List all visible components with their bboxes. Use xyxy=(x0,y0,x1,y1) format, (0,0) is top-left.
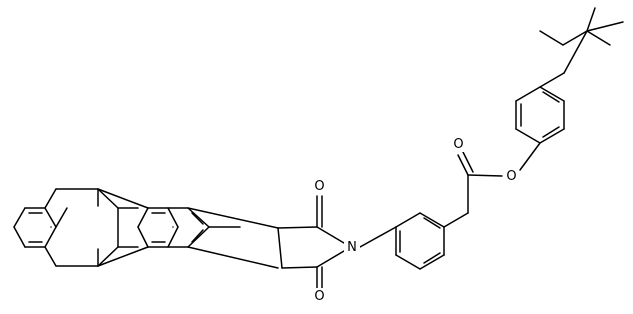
label-O-ester: O xyxy=(504,168,519,184)
outer-ring xyxy=(167,207,210,248)
atom-label-n: N xyxy=(347,240,357,255)
benzoate-ring xyxy=(395,212,445,270)
atom-label-o-carbonyl: O xyxy=(453,137,463,152)
ester-group xyxy=(443,142,541,228)
succinimide-ring xyxy=(277,195,345,293)
label-O-carbonyl: O xyxy=(451,136,466,152)
n-aryl-bond xyxy=(359,226,397,248)
label-O-top: O xyxy=(312,178,327,194)
atom-label-o-ester: O xyxy=(506,169,516,184)
tert-pentyl-group xyxy=(539,7,624,88)
bridged-ring xyxy=(44,188,149,267)
right-polycycle-ring xyxy=(137,207,179,248)
atom-label-o-bottom: O xyxy=(314,289,324,304)
atom-label-o-top: O xyxy=(314,179,324,194)
phenyl-ring xyxy=(515,86,565,144)
bridge-to-imide xyxy=(187,207,279,269)
left-benzene-ring xyxy=(13,207,57,248)
label-N: N xyxy=(344,239,360,255)
middle-benzene-ring xyxy=(117,207,139,248)
label-O-bottom: O xyxy=(312,288,327,304)
